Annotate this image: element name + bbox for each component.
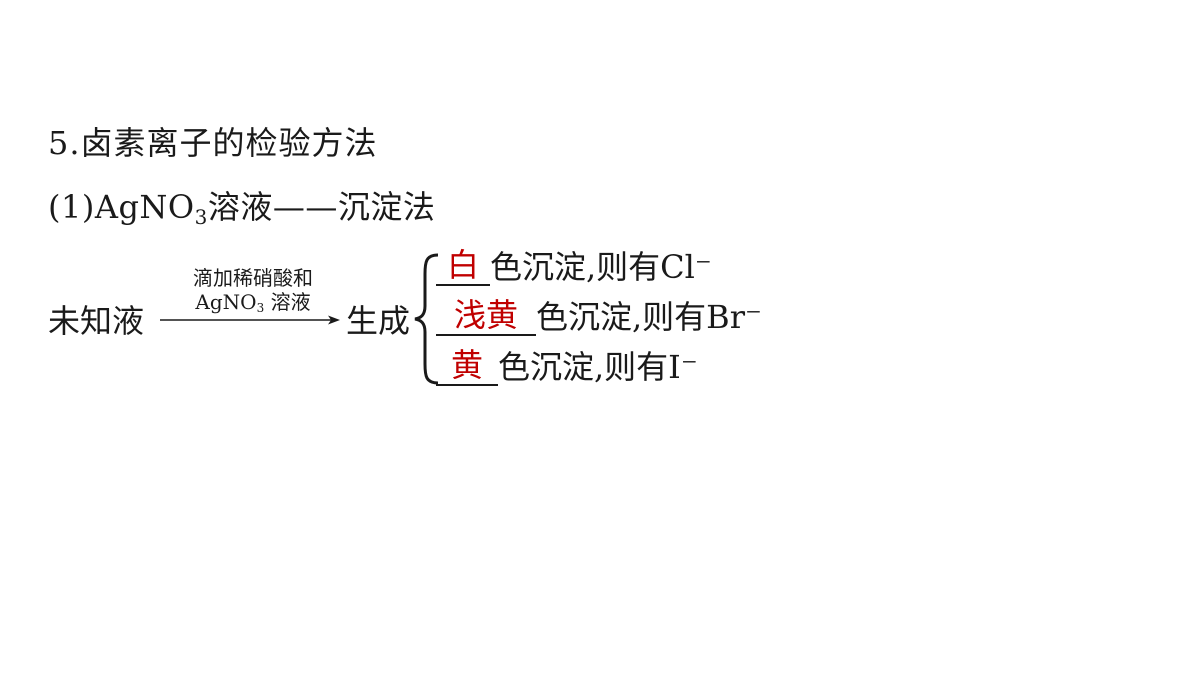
result-text: 色沉淀,则有Cl⁻ bbox=[490, 248, 712, 286]
result-row-white: 白 色沉淀,则有Cl⁻ bbox=[436, 246, 712, 286]
reactant-label: 未知液 bbox=[48, 302, 145, 340]
condition-subscript: 3 bbox=[256, 301, 265, 315]
result-text: 色沉淀,则有I⁻ bbox=[498, 348, 698, 386]
method-heading: (1)AgNO3溶液——沉淀法 bbox=[48, 182, 435, 229]
result-text: 色沉淀,则有Br⁻ bbox=[536, 298, 762, 336]
condition-line-2: AgNO3 溶液 bbox=[168, 286, 338, 315]
answer-blank: 浅黄 bbox=[436, 296, 536, 336]
curly-brace-icon bbox=[414, 253, 439, 385]
answer-blank: 黄 bbox=[436, 346, 498, 386]
result-row-pale-yellow: 浅黄 色沉淀,则有Br⁻ bbox=[436, 296, 762, 336]
method-heading-prefix: (1)AgNO bbox=[48, 188, 195, 226]
answer-blank: 白 bbox=[436, 246, 490, 286]
reaction-arrow-icon bbox=[160, 315, 340, 325]
method-heading-suffix: 溶液——沉淀法 bbox=[207, 188, 436, 226]
product-label: 生成 bbox=[346, 302, 411, 340]
result-row-yellow: 黄 色沉淀,则有I⁻ bbox=[436, 346, 698, 386]
method-heading-subscript: 3 bbox=[194, 205, 208, 229]
condition-line-1: 滴加稀硝酸和 bbox=[193, 266, 313, 290]
section-title: 5.卤素离子的检验方法 bbox=[48, 124, 378, 162]
condition-reagent: AgNO bbox=[195, 290, 257, 314]
condition-suffix: 溶液 bbox=[264, 290, 311, 314]
